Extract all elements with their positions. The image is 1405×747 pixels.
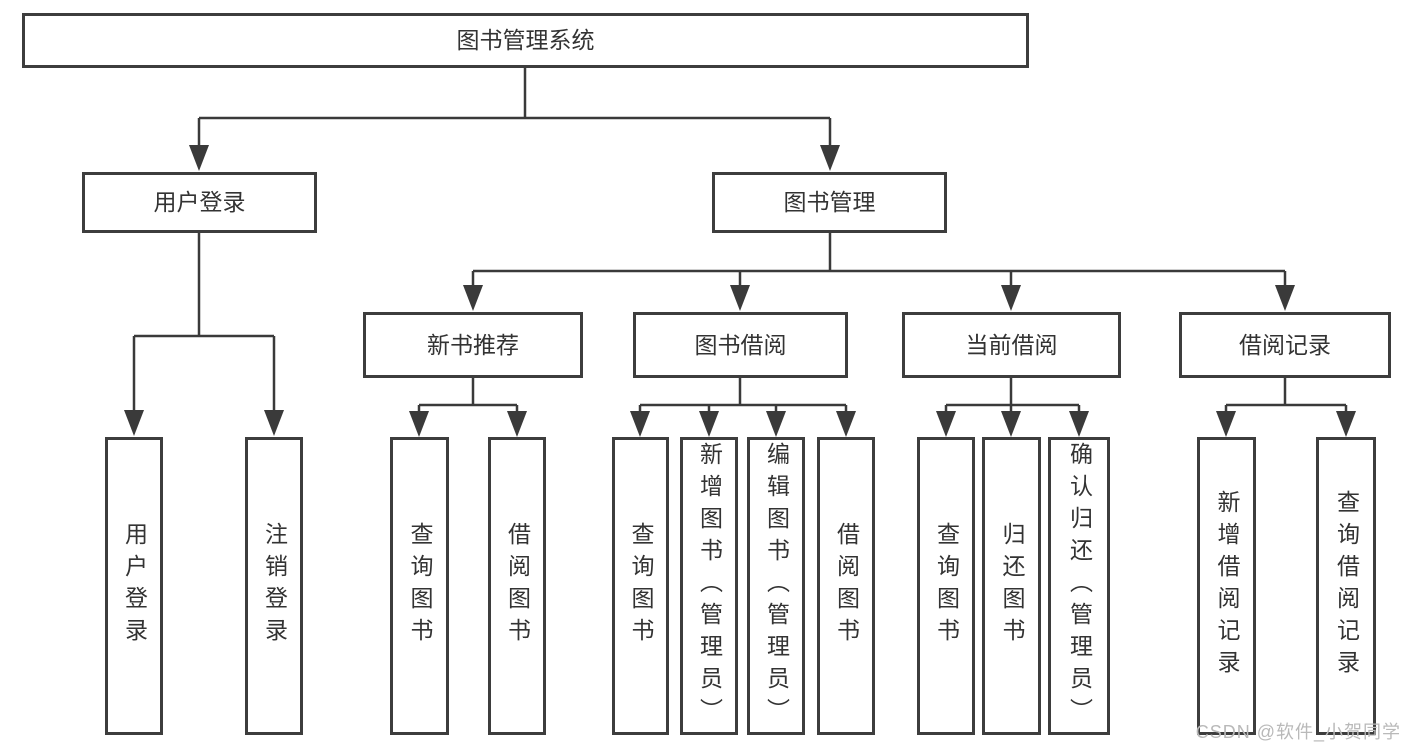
leaf-cb-query-books-label: 查询图书 — [933, 522, 960, 650]
box-book-borrowing-label: 图书借阅 — [694, 331, 787, 358]
leaf-bb-query-books-label: 查询图书 — [628, 522, 654, 650]
box-current-borrowing-label: 当前借阅 — [965, 331, 1058, 358]
box-new-book-recommend-label: 新书推荐 — [427, 331, 519, 358]
box-borrow-records-label: 借阅记录 — [1239, 331, 1331, 358]
leaf-user-login: 用户登录 — [105, 437, 163, 735]
leaf-bb-edit-books-admin: 编辑图书（管理员） — [747, 437, 805, 735]
leaf-bb-query-books: 查询图书 — [612, 437, 669, 735]
leaf-bb-borrow-books: 借阅图书 — [817, 437, 875, 735]
leaf-br-add-record-label: 新增借阅记录 — [1214, 490, 1240, 682]
leaf-cb-return-books-label: 归还图书 — [999, 522, 1025, 650]
leaf-bb-edit-books-admin-label: 编辑图书（管理员） — [763, 442, 790, 730]
leaf-nbr-query-books-label: 查询图书 — [407, 522, 433, 650]
leaf-cb-query-books: 查询图书 — [917, 437, 975, 735]
box-book-borrowing: 图书借阅 — [633, 312, 848, 378]
leaf-nbr-borrow-books-label: 借阅图书 — [504, 522, 531, 650]
leaf-bb-add-books-admin: 新增图书（管理员） — [680, 437, 738, 735]
csdn-watermark: CSDN @软件_小贺同学 — [1195, 722, 1401, 742]
box-library-system: 图书管理系统 — [22, 13, 1029, 68]
leaf-br-query-record-label: 查询借阅记录 — [1333, 490, 1360, 682]
leaf-cb-confirm-return-admin-label: 确认归还（管理员） — [1066, 442, 1093, 730]
box-new-book-recommend: 新书推荐 — [363, 312, 583, 378]
leaf-logout-label: 注销登录 — [261, 522, 288, 650]
box-library-system-label: 图书管理系统 — [456, 27, 595, 53]
box-borrow-records: 借阅记录 — [1179, 312, 1391, 378]
leaf-nbr-borrow-books: 借阅图书 — [488, 437, 546, 735]
leaf-bb-add-books-admin-label: 新增图书（管理员） — [696, 442, 723, 730]
leaf-logout: 注销登录 — [245, 437, 303, 735]
box-current-borrowing: 当前借阅 — [902, 312, 1121, 378]
box-user-login: 用户登录 — [82, 172, 317, 233]
leaf-bb-borrow-books-label: 借阅图书 — [833, 522, 860, 650]
box-book-management: 图书管理 — [712, 172, 947, 233]
leaf-user-login-label: 用户登录 — [121, 522, 148, 650]
connector-paths — [132, 68, 1348, 414]
box-user-login-label: 用户登录 — [153, 189, 246, 215]
leaf-br-add-record: 新增借阅记录 — [1197, 437, 1256, 735]
leaf-br-query-record: 查询借阅记录 — [1316, 437, 1376, 735]
leaf-cb-confirm-return-admin: 确认归还（管理员） — [1048, 437, 1110, 735]
leaf-cb-return-books: 归还图书 — [982, 437, 1041, 735]
leaf-nbr-query-books: 查询图书 — [390, 437, 449, 735]
box-book-management-label: 图书管理 — [783, 189, 876, 215]
arrowheads — [124, 145, 1356, 437]
